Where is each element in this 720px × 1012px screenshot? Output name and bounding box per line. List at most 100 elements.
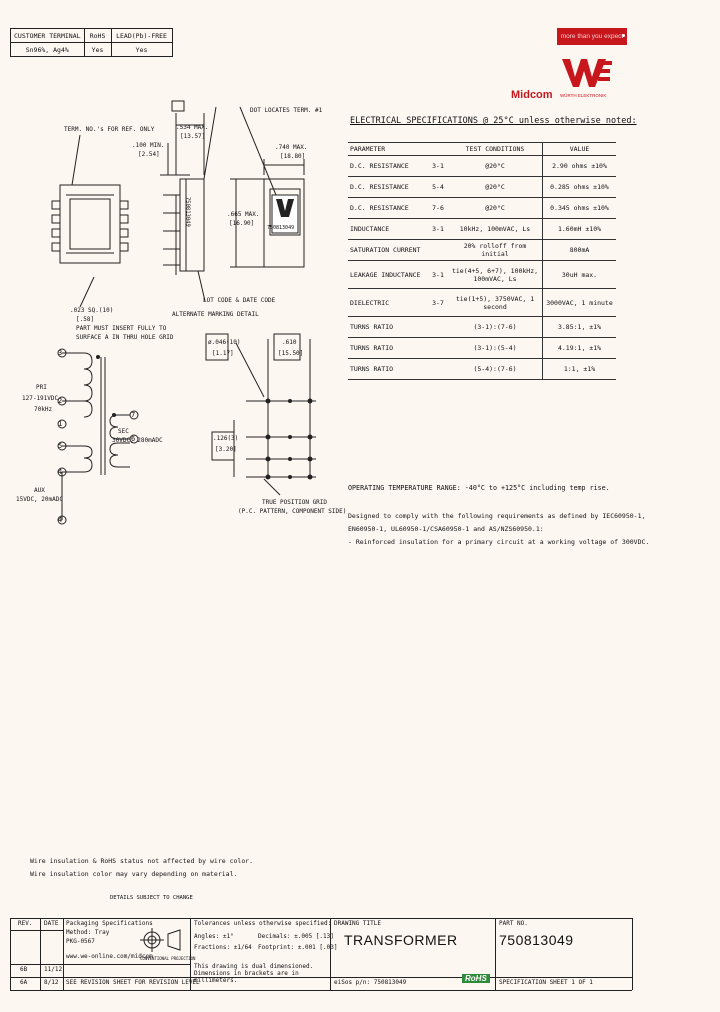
tb-top-border — [10, 918, 632, 919]
wire-note-1: Wire insulation & RoHS status not affect… — [30, 857, 254, 865]
dim-610: .610 — [282, 339, 297, 346]
dim-534-max-mm: [13.57] — [180, 133, 206, 140]
tb-angles: Angles: ±1° — [194, 933, 234, 940]
tb-row-div — [10, 977, 632, 978]
compliance-line-1: Designed to comply with the following re… — [348, 512, 646, 520]
spec-test: (3-1):(5-4) — [448, 337, 543, 359]
spec-test: tie(4+5, 6+7), 100kHz, 100mVAC, Ls — [448, 260, 543, 289]
wire-note-2: Wire insulation color may vary depending… — [30, 870, 238, 878]
spec-pins: 7-6 — [428, 197, 448, 219]
spec-param: SATURATION CURRENT — [348, 239, 428, 261]
tb-website: www.we-online.com/midcom — [66, 953, 153, 960]
spec-value: 4.19:1, ±1% — [542, 337, 616, 359]
spec-param: D.C. RESISTANCE — [348, 197, 428, 219]
tb-sheet: SPECIFICATION SHEET 1 OF 1 — [499, 979, 593, 986]
spec-pins — [428, 239, 448, 261]
projection-symbol-icon — [140, 928, 181, 952]
rohs-badge-icon: RoHS — [462, 974, 490, 983]
spec-title: ELECTRICAL SPECIFICATIONS @ 25°C unless … — [350, 116, 637, 126]
dim-610-mm: [15.50] — [278, 350, 304, 357]
tb-rev-note: SEE REVISION SHEET FOR REVISION LEVEL — [66, 979, 200, 986]
spec-table: PARAMETER TEST CONDITIONS VALUE D.C. RES… — [348, 142, 616, 380]
tb-drawing-title: TRANSFORMER — [344, 932, 458, 948]
tb-rev-1: 6B — [20, 966, 28, 973]
rohs-header-leadfree: LEAD(Pb)-FREE — [110, 28, 173, 43]
spec-value: 3000VAC, 1 minute — [542, 288, 616, 317]
pin-5-label: 5 — [58, 442, 63, 450]
side-marking: 750813049 — [184, 197, 191, 227]
brand-tagline: more than you expect — [557, 28, 627, 45]
spec-pins: 3-7 — [428, 288, 448, 317]
spec-row: INDUCTANCE 3-1 10kHz, 100mVAC, Ls 1.60mH… — [348, 218, 616, 240]
pin-4b-label: 4 — [58, 468, 63, 476]
spec-pins: 5-4 — [428, 176, 448, 198]
dim-126-mm: [3.20] — [215, 446, 237, 453]
dim-126: .126(3) — [213, 435, 239, 442]
dim-534-max: .534 MAX. — [176, 124, 209, 131]
spec-row: TURNS RATIO (3-1):(5-4) 4.19:1, ±1% — [348, 337, 616, 359]
aux-label: AUX — [34, 487, 45, 494]
spec-pins: 3-1 — [428, 260, 448, 289]
term-note: TERM. NO.'s FOR REF. ONLY — [64, 126, 155, 133]
tb-right-border — [632, 918, 633, 990]
spec-row: LEAKAGE INDUCTANCE 3-1 tie(4+5, 6+7), 10… — [348, 260, 616, 289]
rohs-table: CUSTOMER TERMINAL RoHS LEAD(Pb)-FREE Sn9… — [10, 28, 173, 57]
spec-pins — [428, 358, 448, 380]
sec-volts: 30VDC, 280mADC — [112, 437, 163, 444]
spec-param: D.C. RESISTANCE — [348, 155, 428, 177]
wurth-logo-text: WÜRTH ELEKTRONIK — [560, 93, 607, 98]
spec-row: SATURATION CURRENT 20% rolloff from init… — [348, 239, 616, 261]
spec-pins — [428, 316, 448, 338]
dim-023: .023 SQ.(10) — [70, 307, 114, 314]
tb-rev-2: 6A — [20, 979, 28, 986]
we-logo-icon — [562, 59, 612, 87]
rohs-cell-terminal: Sn96%, Ag4% — [10, 42, 85, 57]
spec-pins — [428, 337, 448, 359]
tb-footprint: Footprint: ±.001 [.03] — [258, 944, 338, 951]
spec-param: TURNS RATIO — [348, 337, 428, 359]
midcom-logo-text: Midcom — [511, 89, 553, 101]
tb-date-2: 8/12 — [44, 979, 59, 986]
spec-param: D.C. RESISTANCE — [348, 176, 428, 198]
grid-title: TRUE POSITION GRID — [262, 499, 328, 506]
dim-665-max-mm: [16.90] — [229, 220, 255, 227]
spec-header-value: VALUE — [542, 142, 616, 156]
tb-div — [63, 918, 64, 990]
spec-test: tie(1+5), 3750VAC, 1 second — [448, 288, 543, 317]
spec-param: LEAKAGE INDUCTANCE — [348, 260, 428, 289]
sec-label: SEC — [118, 428, 129, 435]
spec-param: TURNS RATIO — [348, 316, 428, 338]
op-temp-note: OPERATING TEMPERATURE RANGE: -40°C to +1… — [348, 484, 610, 492]
spec-row: DIELECTRIC 3-7 tie(1+5), 3750VAC, 1 seco… — [348, 288, 616, 317]
spec-header-test: TEST CONDITIONS — [448, 142, 543, 156]
dim-046: ø.046(10) — [208, 339, 241, 346]
spec-value: 800mA — [542, 239, 616, 261]
tb-div — [495, 918, 496, 990]
surface-note: SURFACE A IN THRU HOLE GRID — [76, 334, 174, 341]
spec-header-parameter: PARAMETER — [348, 142, 448, 156]
spec-row: D.C. RESISTANCE 7-6 @20°C 0.345 ohms ±10… — [348, 197, 616, 219]
spec-param: INDUCTANCE — [348, 218, 428, 240]
tb-part-no: 750813049 — [499, 932, 574, 948]
spec-pins: 3-1 — [428, 155, 448, 177]
spec-param: DIELECTRIC — [348, 288, 428, 317]
spec-row: D.C. RESISTANCE 3-1 @20°C 2.90 ohms ±10% — [348, 155, 616, 177]
tb-pkg-spec: Packaging Specifications — [66, 920, 153, 927]
pri-volts: 127-191VDC — [22, 395, 59, 402]
tb-tol-title: Tolerances unless otherwise specified: — [194, 920, 332, 927]
spec-value: 0.285 ohms ±10% — [542, 176, 616, 198]
rohs-cell-leadfree: Yes — [110, 42, 173, 57]
dim-665-max: .665 MAX. — [227, 211, 260, 218]
rohs-header-rohs: RoHS — [83, 28, 112, 43]
details-note: DETAILS SUBJECT TO CHANGE — [110, 895, 193, 901]
tb-left-border — [10, 918, 11, 990]
pri-freq: 70kHz — [34, 406, 53, 413]
spec-test: 20% rolloff from initial — [448, 239, 543, 261]
spec-param: TURNS RATIO — [348, 358, 428, 380]
spec-value: 2.90 ohms ±10% — [542, 155, 616, 177]
tb-bottom-border — [10, 990, 632, 991]
spec-test: @20°C — [448, 176, 543, 198]
spec-test: @20°C — [448, 155, 543, 177]
tb-date-header: DATE — [44, 920, 59, 927]
